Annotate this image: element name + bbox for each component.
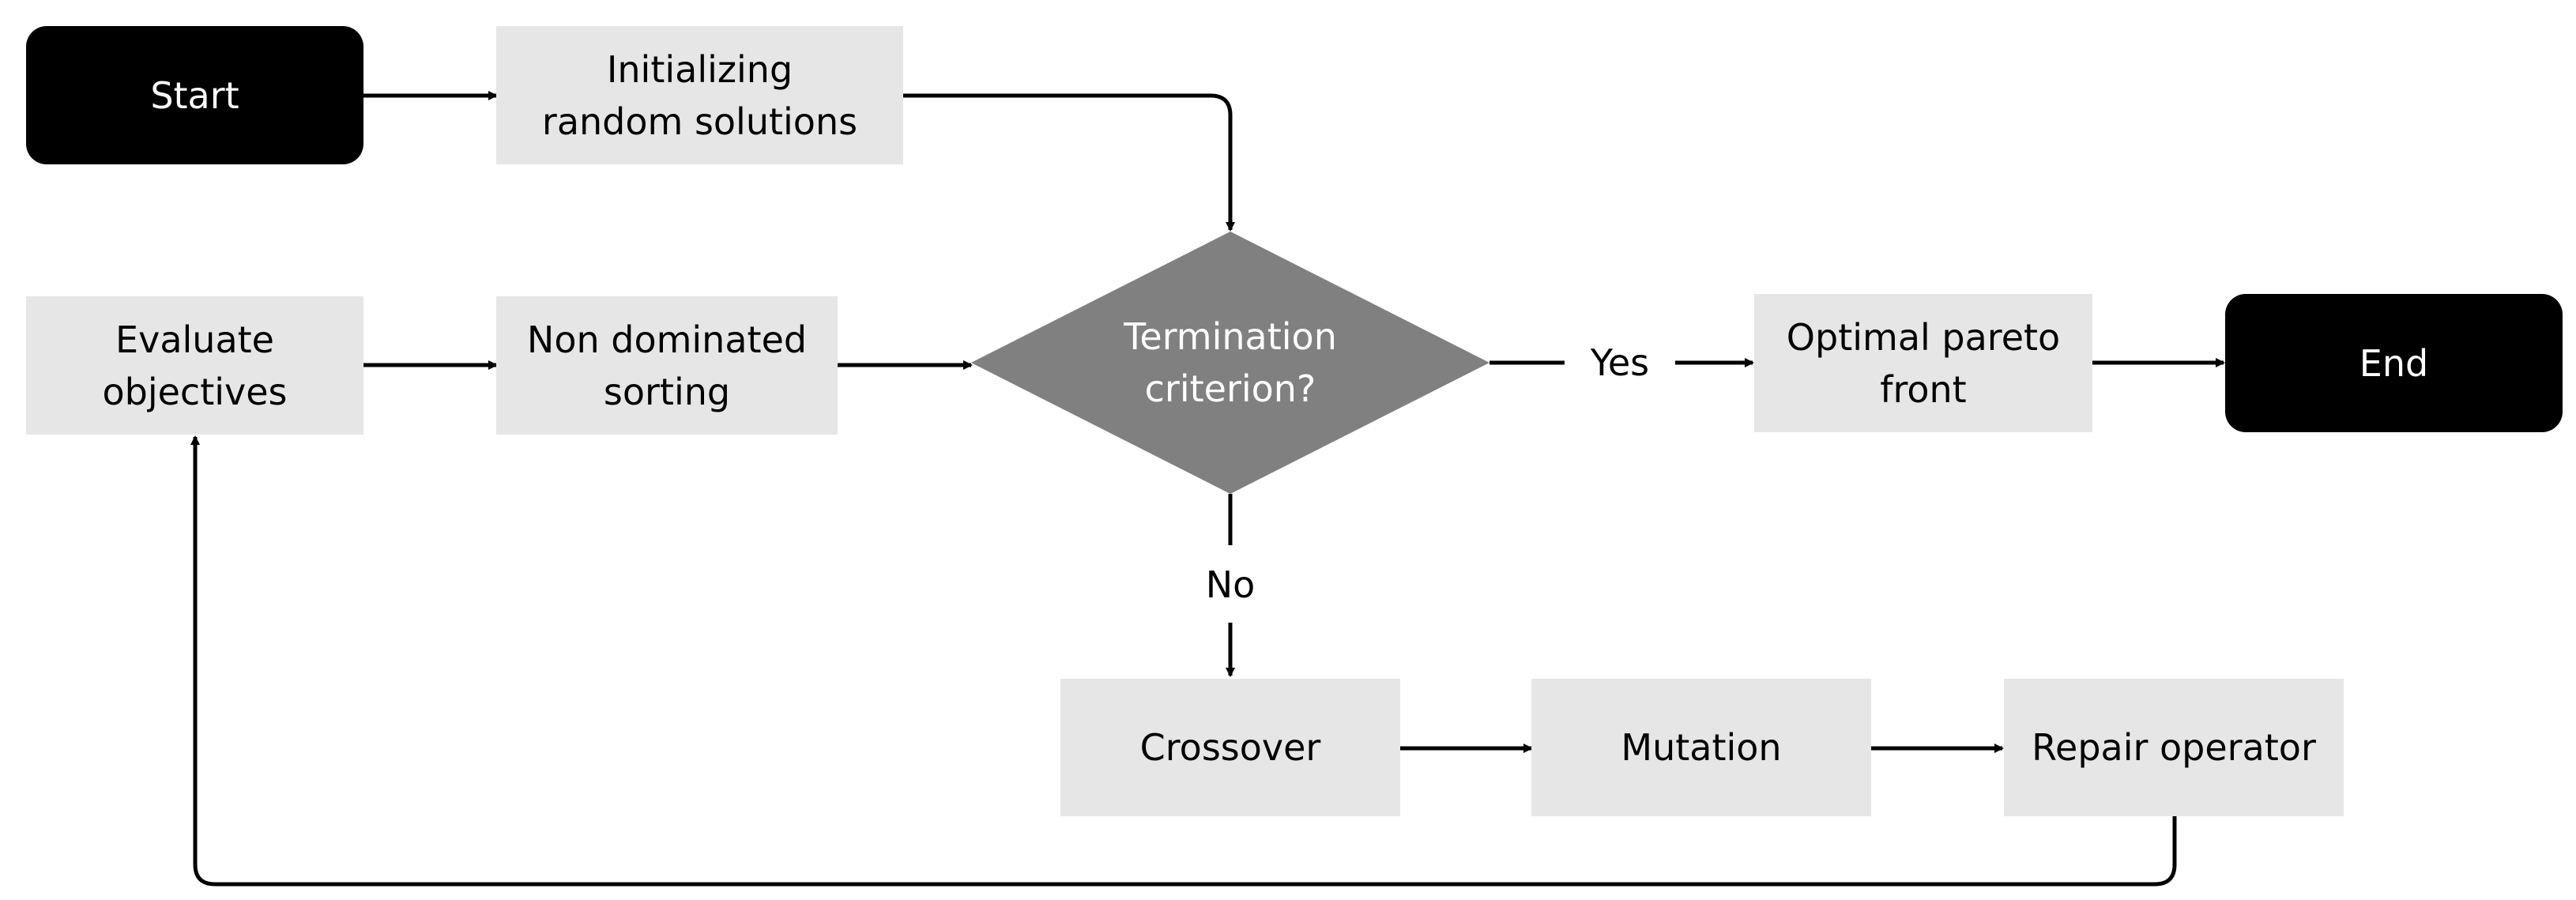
pareto-label: Optimal pareto front (1786, 315, 2061, 411)
no-label: No (1185, 558, 1275, 612)
mutation-label: Mutation (1621, 726, 1782, 769)
start-label: Start (150, 73, 239, 117)
init-label: Initializing random solutions (541, 47, 858, 143)
termination-node: Termination criterion? (971, 232, 1489, 494)
init-node: Initializing random solutions (496, 26, 903, 164)
end-label: End (2359, 341, 2429, 385)
arrow-init-to-termination (903, 93, 1235, 232)
nds-node: Non dominated sorting (496, 296, 838, 435)
repair-node: Repair operator (2004, 679, 2344, 816)
mutation-node: Mutation (1531, 679, 1871, 816)
termination-label: Termination criterion? (1124, 315, 1337, 410)
start-node: Start (26, 26, 363, 164)
repair-label: Repair operator (2032, 726, 2316, 769)
crossover-node: Crossover (1060, 679, 1400, 816)
yes-label: Yes (1565, 336, 1675, 390)
termination-diamond-shape (971, 232, 1489, 494)
arrow-repair-to-evaluate (190, 435, 2177, 887)
end-node: End (2225, 294, 2563, 432)
crossover-label: Crossover (1139, 726, 1321, 769)
evaluate-node: Evaluate objectives (26, 296, 363, 435)
evaluate-label: Evaluate objectives (102, 318, 288, 413)
pareto-node: Optimal pareto front (1754, 294, 2092, 432)
nds-label: Non dominated sorting (526, 318, 808, 413)
